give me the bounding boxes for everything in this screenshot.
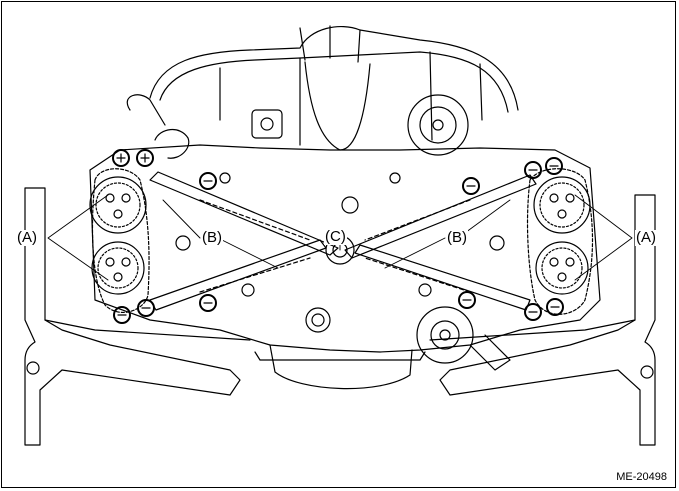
alternator-pulley — [407, 94, 469, 156]
left-timing-chain — [91, 168, 150, 313]
water-pump — [416, 306, 511, 371]
right-timing-chain — [526, 168, 594, 315]
left-sensor-block — [251, 109, 283, 139]
left-lower-cam-sprocket — [91, 241, 145, 295]
oil-filter-boss — [305, 307, 331, 333]
callout-b-right: (B) — [446, 229, 468, 246]
left-upper-cam-sprocket — [89, 176, 147, 234]
right-engine-mount — [429, 194, 656, 446]
left-engine-mount — [24, 187, 251, 446]
right-upper-cam-sprocket — [533, 176, 591, 234]
bolt-markers — [112, 149, 564, 324]
left-hose — [126, 94, 190, 159]
figure-id: ME-20498 — [616, 471, 667, 483]
engine-block — [89, 144, 601, 390]
callout-b-left: (B) — [201, 229, 223, 246]
intake-manifold — [149, 25, 519, 151]
right-lower-cam-sprocket — [535, 241, 589, 295]
callout-a-right: (A) — [635, 229, 657, 246]
callout-c-center: (C) — [324, 228, 347, 245]
callout-a-left: (A) — [16, 229, 38, 246]
misc-bolts — [175, 172, 505, 297]
